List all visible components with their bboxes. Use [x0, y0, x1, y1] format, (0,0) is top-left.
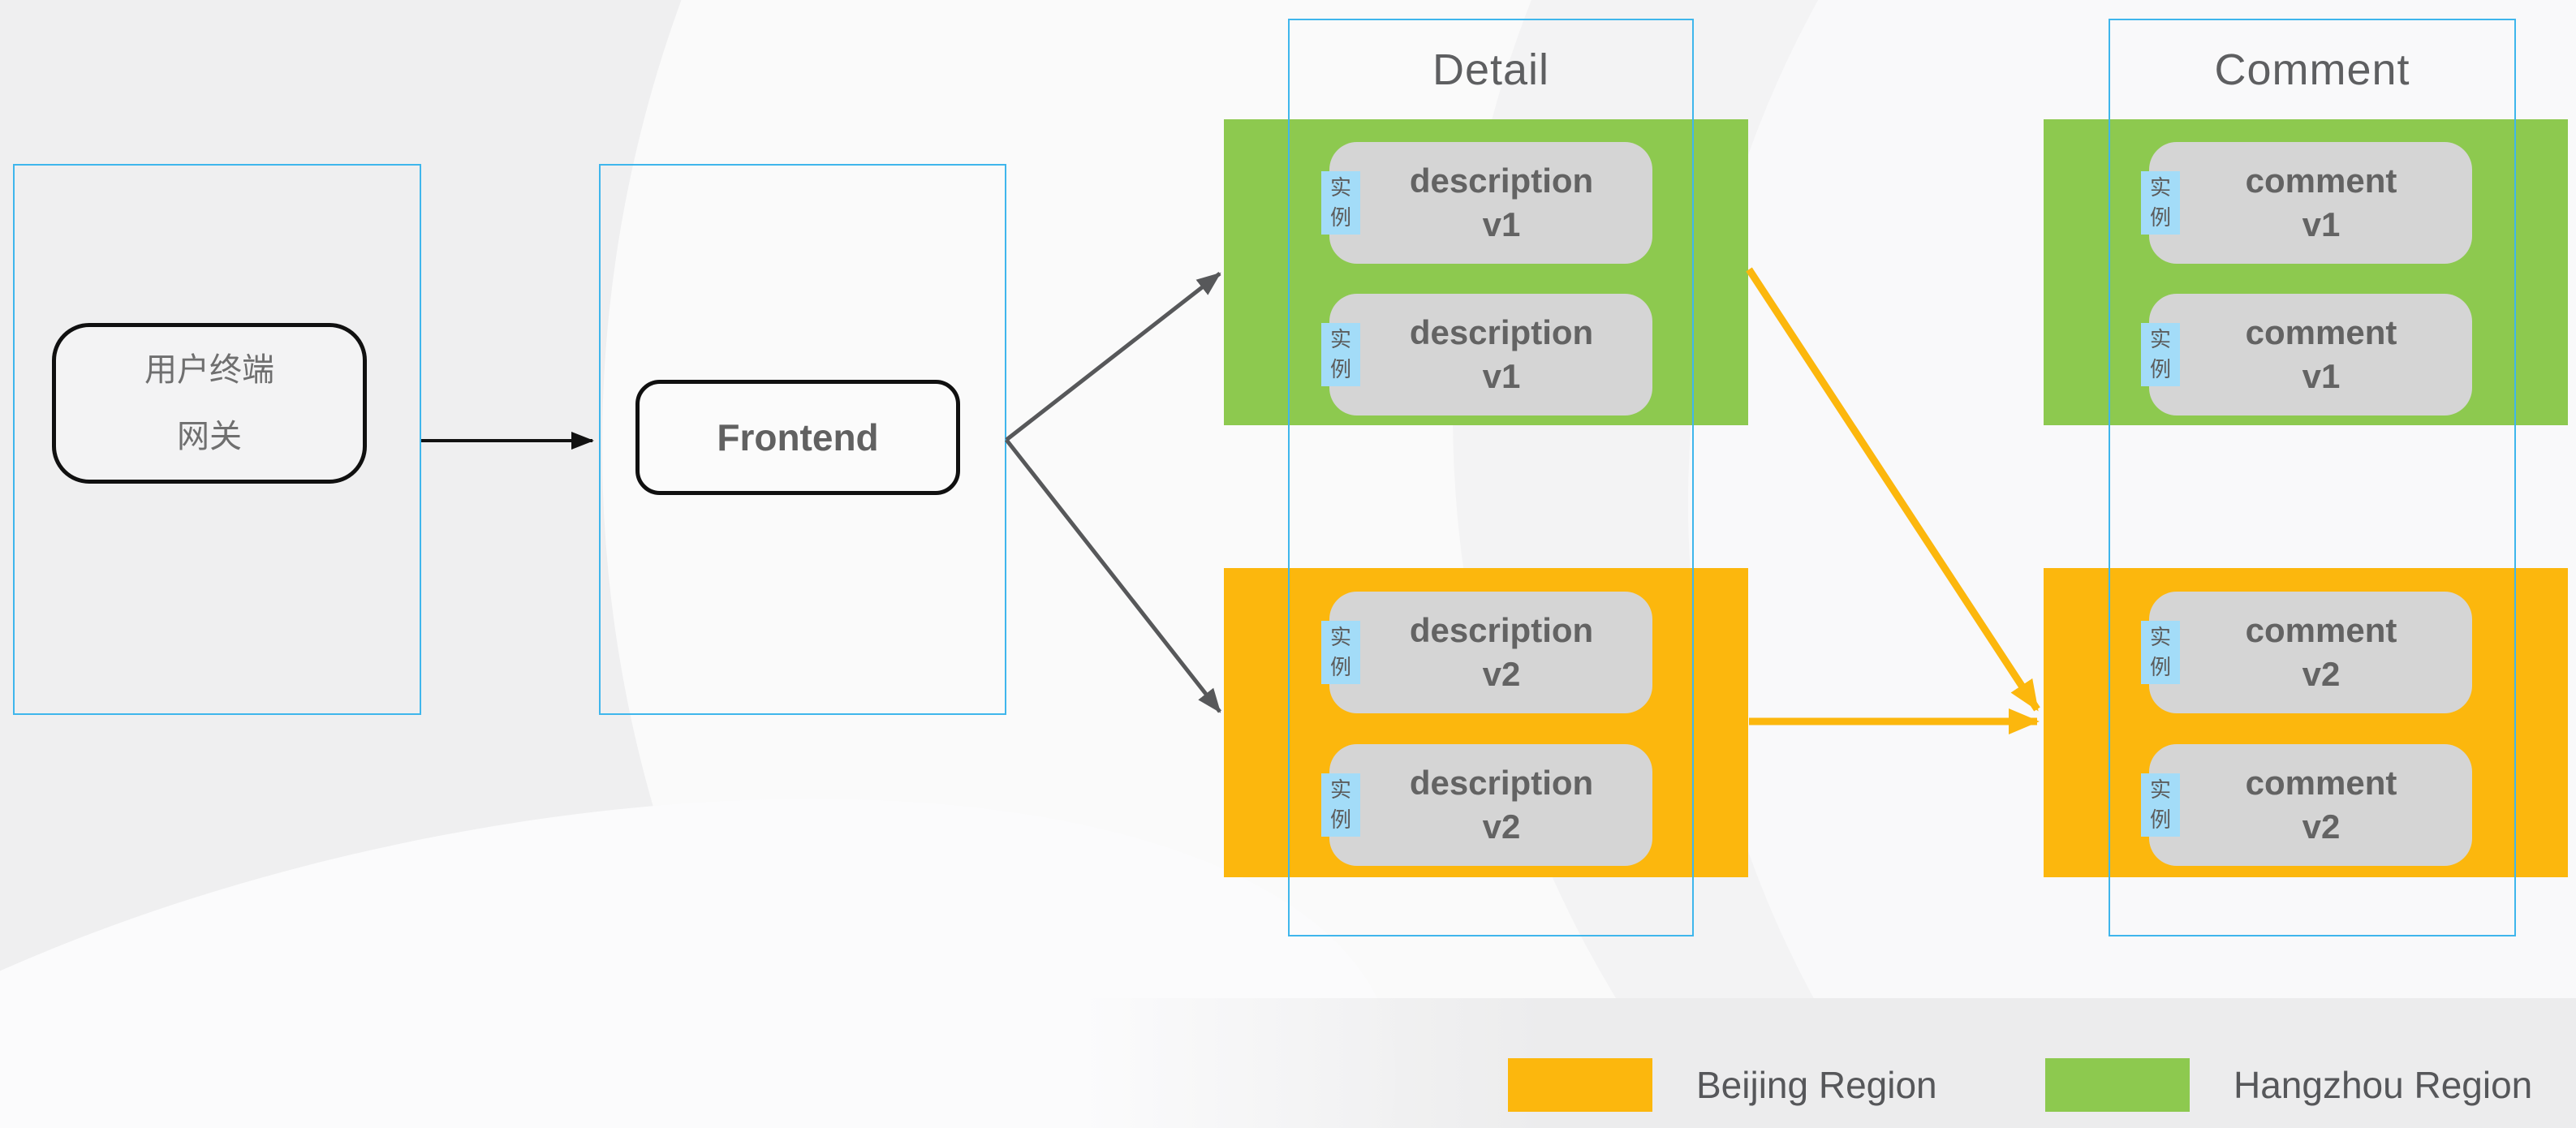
instance-version: v1	[1482, 357, 1521, 395]
legend-swatch-hangzhou	[2045, 1058, 2190, 1112]
instance-version: v2	[1482, 655, 1521, 693]
instance-name: description	[1409, 161, 1594, 200]
comment-container: Comment	[2109, 19, 2516, 936]
instance-name: comment	[2245, 313, 2397, 351]
instance-version: v1	[2302, 357, 2341, 395]
instance-tag: 实例	[1321, 171, 1360, 235]
user-gateway-container	[13, 164, 421, 715]
legend-label-hangzhou: Hangzhou Region	[2234, 1064, 2533, 1106]
user-gateway-line2: 网关	[177, 419, 242, 454]
comment-beijing-instance-2: 实例 comment v2	[2141, 744, 2472, 866]
instance-label: description v1	[1389, 159, 1593, 247]
instance-tag: 实例	[2141, 323, 2180, 386]
instance-version: v2	[2302, 655, 2341, 693]
detail-beijing-instance-2: 实例 description v2	[1321, 744, 1652, 866]
detail-hangzhou-instance-2: 实例 description v1	[1321, 294, 1652, 415]
frontend-node: Frontend	[635, 380, 960, 495]
instance-name: comment	[2245, 611, 2397, 649]
instance-label: description v1	[1389, 311, 1593, 398]
detail-beijing-instance-1: 实例 description v2	[1321, 592, 1652, 713]
instance-name: comment	[2245, 161, 2397, 200]
instance-name: comment	[2245, 764, 2397, 802]
detail-title: Detail	[1432, 45, 1550, 94]
user-gateway-line1: 用户终端	[144, 352, 274, 388]
instance-label: comment v1	[2225, 311, 2397, 398]
instance-version: v2	[1482, 807, 1521, 846]
instance-tag: 实例	[2141, 773, 2180, 837]
instance-tag: 实例	[2141, 171, 2180, 235]
detail-hangzhou-instance-1: 实例 description v1	[1321, 142, 1652, 264]
detail-container: Detail	[1288, 19, 1694, 936]
comment-hangzhou-instance-1: 实例 comment v1	[2141, 142, 2472, 264]
instance-tag: 实例	[1321, 773, 1360, 837]
instance-label: comment v2	[2225, 761, 2397, 849]
frontend-label: Frontend	[717, 416, 879, 459]
instance-version: v2	[2302, 807, 2341, 846]
legend-label-beijing: Beijing Region	[1696, 1064, 1937, 1106]
user-gateway-node: 用户终端 网关	[52, 323, 367, 484]
instance-version: v1	[1482, 205, 1521, 243]
instance-label: comment v1	[2225, 159, 2397, 247]
comment-title: Comment	[2214, 45, 2410, 94]
comment-beijing-instance-1: 实例 comment v2	[2141, 592, 2472, 713]
instance-label: description v2	[1389, 609, 1593, 696]
instance-name: description	[1409, 313, 1594, 351]
instance-label: description v2	[1389, 761, 1593, 849]
instance-name: description	[1409, 764, 1594, 802]
instance-tag: 实例	[1321, 323, 1360, 386]
instance-tag: 实例	[1321, 621, 1360, 684]
instance-name: description	[1409, 611, 1594, 649]
instance-version: v1	[2302, 205, 2341, 243]
instance-tag: 实例	[2141, 621, 2180, 684]
legend-swatch-beijing	[1508, 1058, 1652, 1112]
instance-label: comment v2	[2225, 609, 2397, 696]
comment-hangzhou-instance-2: 实例 comment v1	[2141, 294, 2472, 415]
